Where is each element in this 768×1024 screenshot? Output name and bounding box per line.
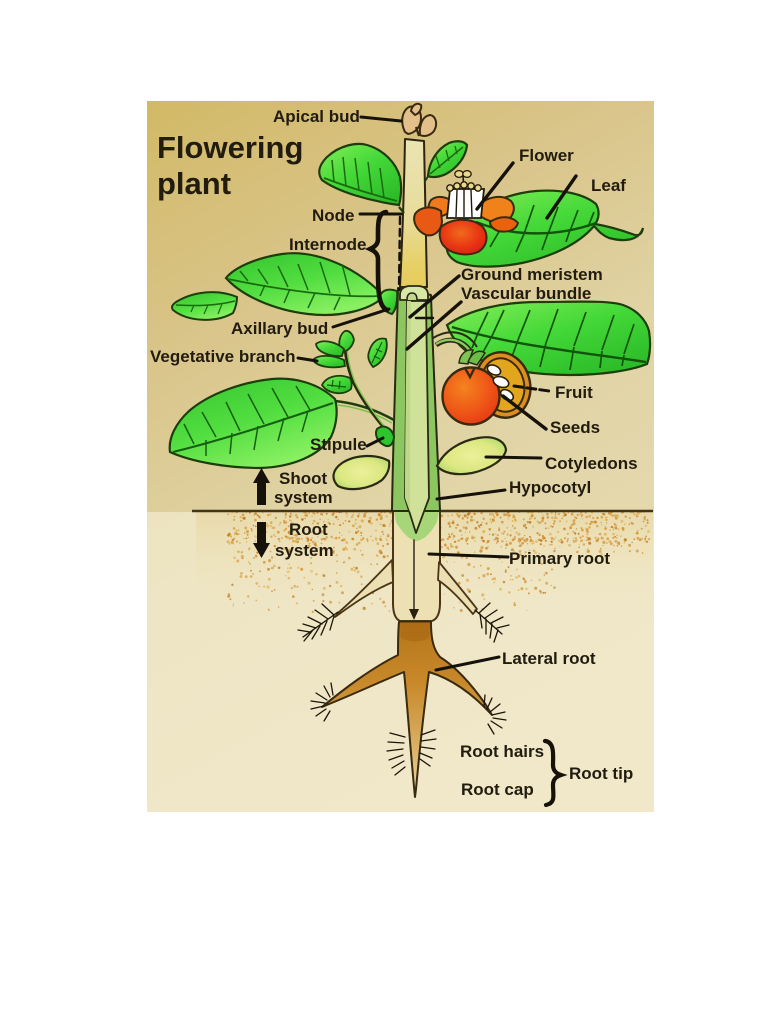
svg-text:Flowering: Flowering [157, 130, 303, 165]
svg-text:Apical bud: Apical bud [273, 107, 360, 126]
svg-text:Leaf: Leaf [591, 176, 626, 195]
svg-text:Primary root: Primary root [509, 549, 610, 568]
svg-text:Internode: Internode [289, 235, 366, 254]
svg-text:Root cap: Root cap [461, 780, 534, 799]
svg-text:Stipule: Stipule [310, 435, 367, 454]
svg-text:Lateral root: Lateral root [502, 649, 596, 668]
svg-text:system: system [274, 488, 333, 507]
svg-text:Vegetative branch: Vegetative branch [150, 347, 296, 366]
svg-text:Flower: Flower [519, 146, 574, 165]
svg-text:Root: Root [289, 520, 328, 539]
svg-text:Root hairs: Root hairs [460, 742, 544, 761]
svg-text:Axillary bud: Axillary bud [231, 319, 328, 338]
svg-text:Shoot: Shoot [279, 469, 327, 488]
svg-text:Root tip: Root tip [569, 764, 633, 783]
svg-text:Fruit: Fruit [555, 383, 593, 402]
svg-text:Node: Node [312, 206, 355, 225]
svg-text:plant: plant [157, 166, 231, 201]
svg-text:Vascular bundle: Vascular bundle [461, 284, 591, 303]
svg-text:system: system [275, 541, 334, 560]
svg-text:Seeds: Seeds [550, 418, 600, 437]
svg-text:Cotyledons: Cotyledons [545, 454, 638, 473]
svg-text:Hypocotyl: Hypocotyl [509, 478, 591, 497]
svg-text:Ground meristem: Ground meristem [461, 265, 603, 284]
